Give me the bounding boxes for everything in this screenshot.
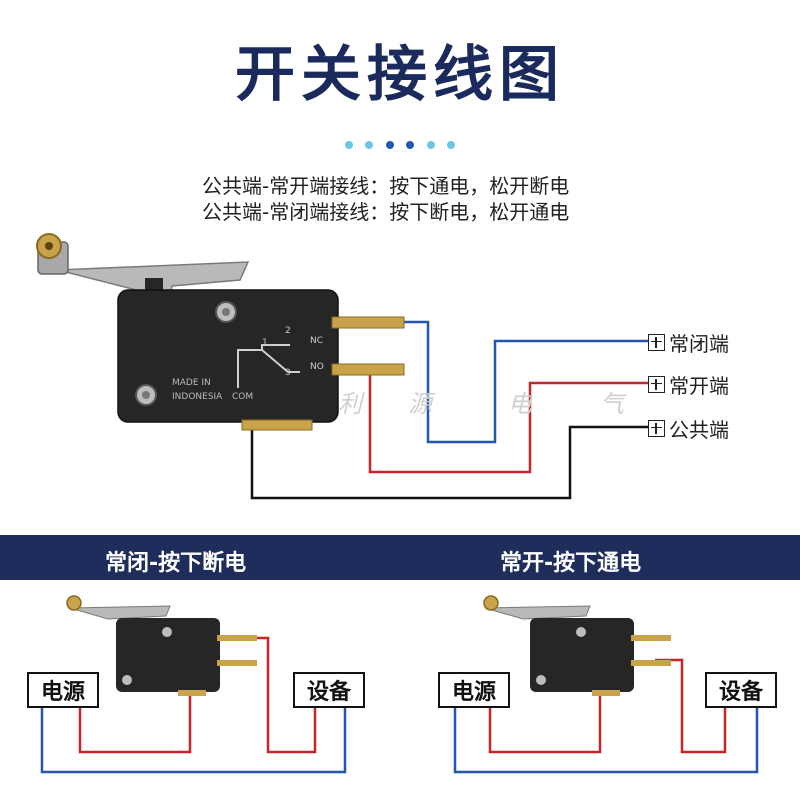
terminal-label: 常开端	[669, 373, 729, 398]
marking-pin1: 1	[262, 338, 268, 348]
brass-terminals	[241, 316, 405, 431]
subtitle-line-no: 公共端-常开端接线：按下通电，松开断电	[202, 174, 570, 198]
marking-made-in: MADE IN	[172, 378, 211, 388]
left-wire-red-power	[78, 685, 192, 754]
terminal-box-icon	[648, 375, 665, 393]
right-power-box: 电源	[438, 672, 510, 708]
section-banner	[0, 535, 800, 580]
marking-nc: NC	[310, 336, 324, 346]
panel-nc-wiring	[40, 595, 347, 774]
left-wire-blue-outer	[40, 708, 347, 774]
right-wire-red-power	[488, 685, 602, 754]
terminal-com: 公共端	[648, 415, 729, 442]
left-device-box: 设备	[293, 672, 365, 708]
right-wire-blue-outer	[453, 708, 759, 774]
wire-nc-blue	[395, 320, 648, 444]
terminal-no: 常开端	[648, 371, 729, 398]
watermark-char-3: 电	[508, 390, 532, 418]
subtitle-line-nc: 公共端-常闭端接线：按下断电，松开通电	[202, 200, 570, 224]
decorative-dots	[345, 141, 455, 149]
switch-body	[117, 278, 339, 423]
terminal-box-icon	[648, 419, 665, 437]
panel-no-wiring	[453, 595, 759, 774]
terminal-label: 公共端	[669, 417, 729, 442]
left-power-box: 电源	[27, 672, 99, 708]
terminal-box-icon	[648, 333, 665, 351]
watermark-char-4: 气	[600, 390, 624, 418]
panel-heading-no: 常开-按下通电	[500, 551, 642, 576]
marking-com: COM	[232, 392, 254, 402]
left-wire-red-device	[255, 636, 317, 754]
panel-heading-nc: 常闭-按下断电	[105, 551, 247, 576]
watermark-char-2: 源	[408, 390, 432, 418]
marking-country: INDONESIA	[172, 392, 223, 402]
marking-pin3: 3	[285, 368, 291, 378]
marking-pin2: 2	[285, 326, 291, 336]
terminal-nc: 常闭端	[648, 329, 729, 356]
marking-no: NO	[310, 362, 324, 372]
watermark-char-1: 利	[338, 390, 362, 418]
terminal-label: 常闭端	[669, 331, 729, 356]
page-title: 开关接线图	[235, 40, 565, 110]
right-device-box: 设备	[705, 672, 777, 708]
right-wire-red-device	[655, 658, 727, 754]
